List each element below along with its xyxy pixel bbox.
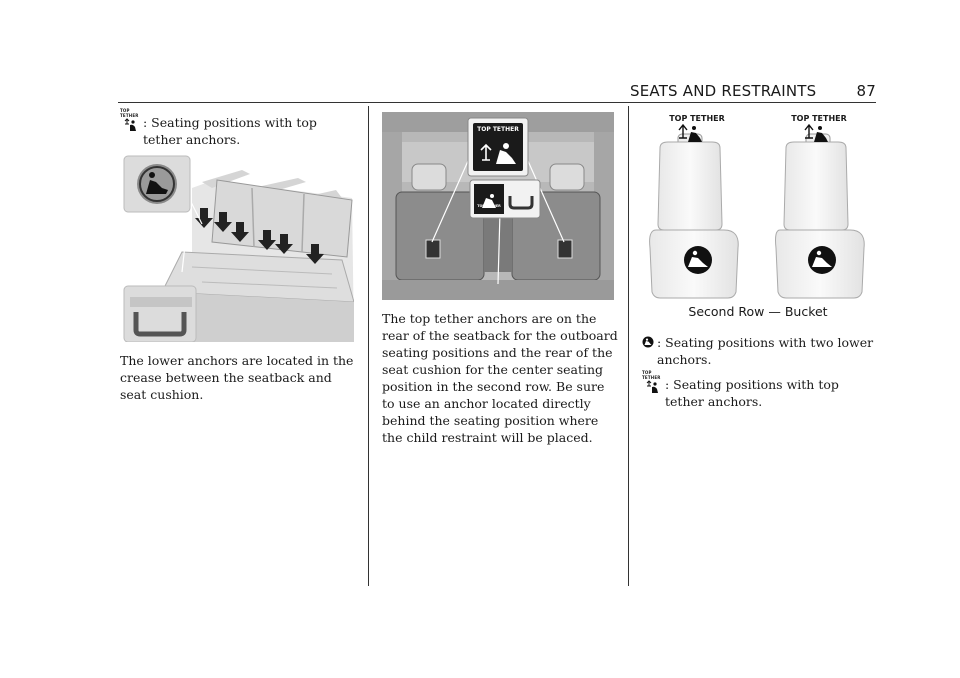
col2-body: The top tether anchors are on the rear o… [382, 311, 618, 445]
section-title: SEATS AND RESTRAINTS [630, 82, 817, 100]
seat-right-tether-label: TOP TETHER [791, 114, 847, 123]
top-tether-sign-label: TOP TETHER [477, 126, 519, 133]
lower-anchor-icon [642, 334, 654, 352]
seat-left-tether-label: TOP TETHER [669, 114, 725, 123]
page-header: SEATS AND RESTRAINTS 87 [630, 82, 876, 100]
header-rule [118, 102, 876, 103]
column-divider [628, 106, 629, 586]
lower-anchor-description: : Seating positions with two lower ancho… [657, 335, 874, 367]
top-tether-icon: TOP TETHER [120, 108, 140, 132]
page-number: 87 [856, 82, 876, 100]
top-tether-icon: TOP TETHER [642, 370, 662, 394]
lower-anchor-paragraph: : Seating positions with two lower ancho… [642, 334, 876, 368]
top-tether-description: : Seating positions with top tether anch… [665, 377, 839, 409]
lower-anchor-illustration [122, 152, 354, 342]
top-tether-description: : Seating positions with top tether anch… [143, 115, 317, 147]
top-tether-small-label: TOP TETHER [477, 204, 501, 208]
top-tether-illustration: TOP TETHER TOP TETHER [382, 112, 614, 300]
col1-body: The lower anchors are located in the cre… [120, 353, 354, 402]
column-divider [368, 106, 369, 586]
top-tether-paragraph: TOP TETHER : Seating positions with top … [642, 370, 876, 410]
col1-symbol-paragraph: TOP TETHER : Seating positions with top … [120, 108, 356, 148]
figure-caption: Second Row — Bucket [688, 304, 828, 319]
bucket-seat-diagram: TOP TETHER TOP TETHER [642, 112, 878, 300]
